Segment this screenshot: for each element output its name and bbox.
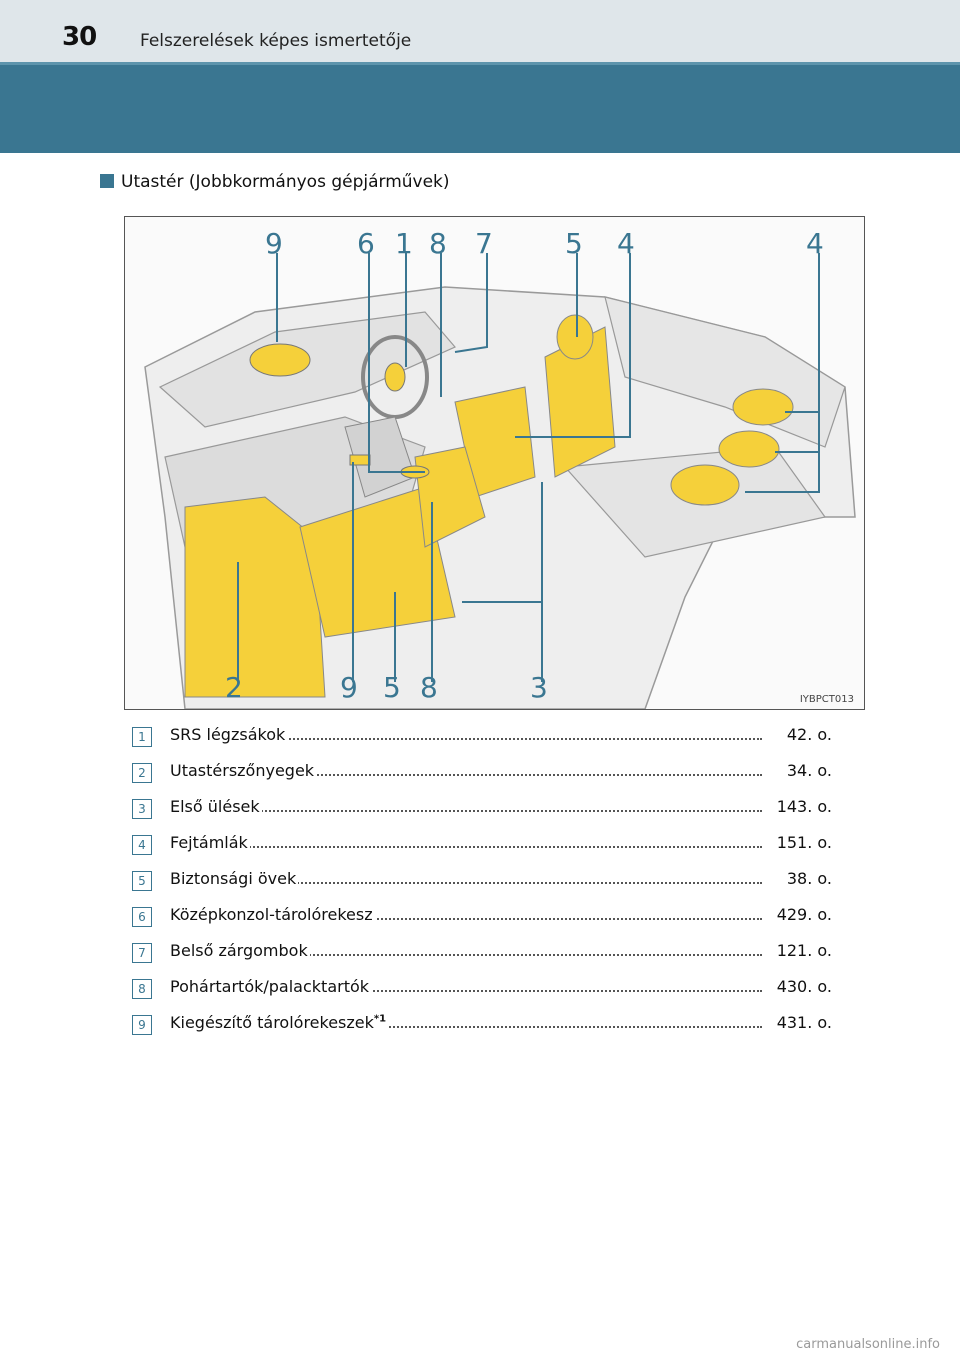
list-item: 7 Belső zárgombok 121. o. <box>132 940 832 976</box>
list-item: 6 Középkonzol-tárolórekesz 429. o. <box>132 904 832 940</box>
list-item: 8 Pohártartók/palacktartók 430. o. <box>132 976 832 1012</box>
leader-dots <box>170 990 762 992</box>
callout-top-4: 8 <box>429 227 447 260</box>
leader-dots <box>170 918 762 920</box>
leader-dots <box>170 738 762 740</box>
callout-top-8: 4 <box>806 227 824 260</box>
callout-top-6: 5 <box>565 227 583 260</box>
leader-dots <box>170 1026 762 1028</box>
item-number: 3 <box>132 799 152 819</box>
item-label: Belső zárgombok <box>170 941 310 960</box>
item-page-ref[interactable]: 429. o. <box>773 905 832 924</box>
footnote-marker: *1 <box>373 1013 387 1025</box>
item-page-ref[interactable]: 143. o. <box>773 797 832 816</box>
interior-drawing: 9 6 1 8 7 5 4 4 2 9 5 8 3 <box>144 227 856 709</box>
header-title: Felszerelések képes ismertetője <box>140 31 412 51</box>
item-number: 9 <box>132 1015 152 1035</box>
callout-top-3: 1 <box>395 227 413 260</box>
item-number: 1 <box>132 727 152 747</box>
callout-bottom-5: 3 <box>530 671 548 704</box>
callout-top-5: 7 <box>475 227 493 260</box>
item-page-ref[interactable]: 42. o. <box>783 725 832 744</box>
list-item: 2 Utastérszőnyegek 34. o. <box>132 760 832 796</box>
interior-illustration: 9 6 1 8 7 5 4 4 2 9 5 8 3 IYBPCT013 <box>124 216 865 710</box>
item-number: 5 <box>132 871 152 891</box>
item-number: 8 <box>132 979 152 999</box>
callout-top-7: 4 <box>617 227 635 260</box>
list-item: 1 SRS légzsákok 42. o. <box>132 724 832 760</box>
item-number: 7 <box>132 943 152 963</box>
leader-dots <box>170 954 762 956</box>
callout-bottom-3: 5 <box>383 671 401 704</box>
item-page-ref[interactable]: 430. o. <box>773 977 832 996</box>
item-number: 4 <box>132 835 152 855</box>
header-band <box>0 62 960 153</box>
figure-id: IYBPCT013 <box>799 694 854 705</box>
item-label: Középkonzol-tárolórekesz <box>170 905 375 924</box>
item-label: SRS légzsákok <box>170 725 288 744</box>
leader-dots <box>170 846 762 848</box>
item-page-ref[interactable]: 431. o. <box>773 1013 832 1032</box>
item-label: Kiegészítő tárolórekeszek*1 <box>170 1013 389 1032</box>
leader-dots <box>170 774 762 776</box>
item-label: Pohártartók/palacktartók <box>170 977 372 996</box>
leader-dots <box>170 810 762 812</box>
section-title: Utastér (Jobbkormányos gépjárművek) <box>100 172 450 192</box>
callout-top-1: 9 <box>265 227 283 260</box>
item-label: Első ülések <box>170 797 262 816</box>
item-page-ref[interactable]: 151. o. <box>773 833 832 852</box>
callout-top-2: 6 <box>357 227 375 260</box>
item-label: Utastérszőnyegek <box>170 761 317 780</box>
header-bar: 30 Felszerelések képes ismertetője <box>0 0 960 62</box>
watermark: carmanualsonline.info <box>796 1337 940 1352</box>
item-page-ref[interactable]: 38. o. <box>783 869 832 888</box>
list-item: 4 Fejtámlák 151. o. <box>132 832 832 868</box>
section-square-icon <box>100 174 114 188</box>
item-list: 1 SRS légzsákok 42. o. 2 Utastérszőnyege… <box>132 724 832 1048</box>
item-page-ref[interactable]: 34. o. <box>783 761 832 780</box>
item-label: Biztonsági övek <box>170 869 299 888</box>
list-item: 9 Kiegészítő tárolórekeszek*1 431. o. <box>132 1012 832 1048</box>
item-number: 2 <box>132 763 152 783</box>
item-label: Fejtámlák <box>170 833 250 852</box>
item-number: 6 <box>132 907 152 927</box>
item-page-ref[interactable]: 121. o. <box>773 941 832 960</box>
callout-bottom-2: 9 <box>340 671 358 704</box>
list-item: 3 Első ülések 143. o. <box>132 796 832 832</box>
page-number: 30 <box>62 22 97 52</box>
leader-dots <box>170 882 762 884</box>
callout-bottom-4: 8 <box>420 671 438 704</box>
callout-bottom-1: 2 <box>225 671 243 704</box>
list-item: 5 Biztonsági övek 38. o. <box>132 868 832 904</box>
